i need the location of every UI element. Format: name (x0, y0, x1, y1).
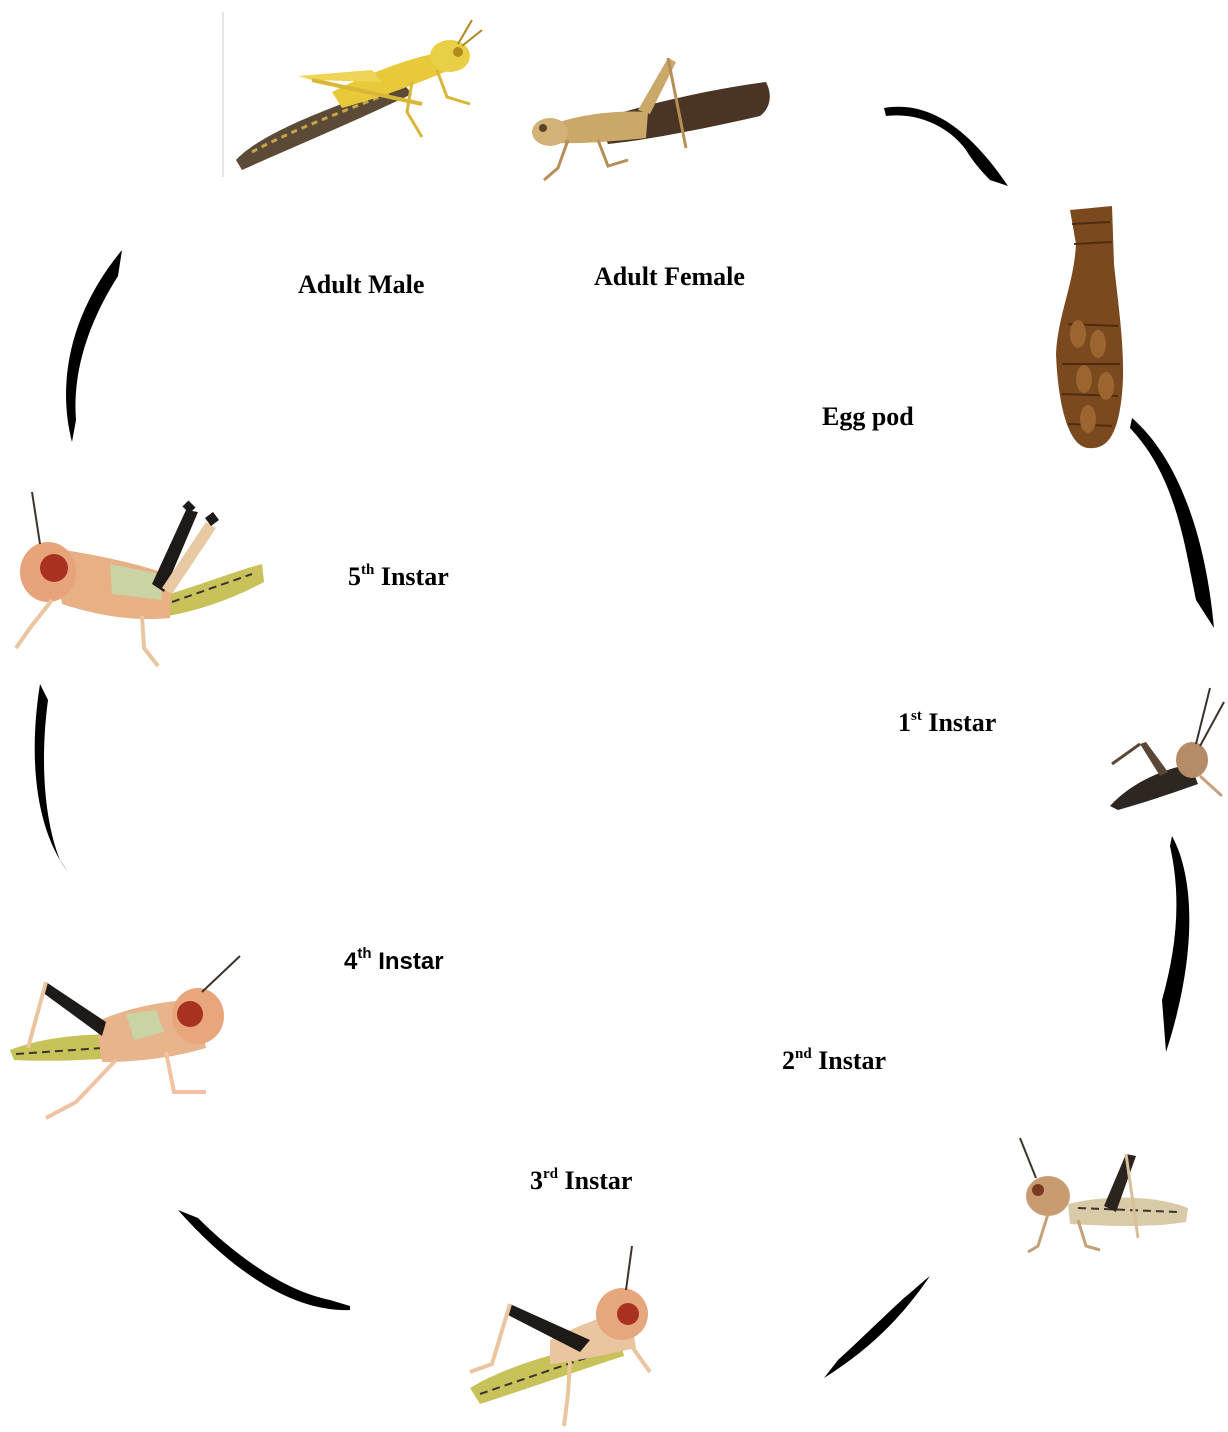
arrow-egg-pod-to-first-instar (1130, 418, 1214, 628)
label-first-instar: 1st Instar (898, 708, 996, 738)
label-fifth-instar: 5th Instar (348, 562, 449, 592)
label-fourth-instar: 4th Instar (344, 948, 444, 976)
arrow-fifth-instar-to-adult-male (66, 250, 122, 442)
label-adult-male: Adult Male (298, 270, 424, 300)
arrow-second-to-third-instar (824, 1276, 930, 1378)
arrow-third-to-fourth-instar (178, 1210, 350, 1310)
arrow-fourth-to-fifth-instar (35, 684, 68, 872)
label-third-instar: 3rd Instar (530, 1166, 632, 1196)
label-adult-female: Adult Female (594, 262, 745, 292)
arrow-female-to-egg-pod (884, 107, 1008, 186)
label-egg-pod: Egg pod (822, 402, 914, 432)
label-second-instar: 2nd Instar (782, 1046, 886, 1076)
arrow-first-to-second-instar (1162, 836, 1189, 1052)
